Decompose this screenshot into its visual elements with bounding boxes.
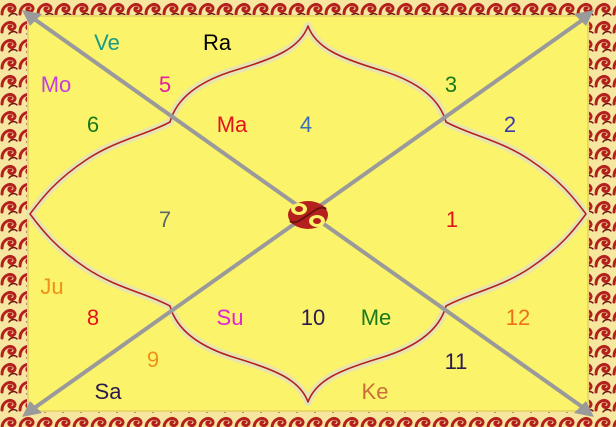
planet-moon: Mo: [41, 73, 72, 97]
planet-sun: Su: [217, 306, 244, 330]
planet-mercury: Me: [361, 306, 392, 330]
planet-jupiter: Ju: [40, 275, 63, 299]
house-number-7: 7: [159, 208, 171, 232]
house-number-1: 1: [446, 208, 458, 232]
house-number-8: 8: [87, 306, 99, 330]
house-number-6: 6: [87, 113, 99, 137]
house-number-9: 9: [147, 348, 159, 372]
house-number-10: 10: [301, 306, 325, 330]
house-number-12: 12: [506, 306, 530, 330]
planet-mars: Ma: [217, 113, 248, 137]
house-number-3: 3: [445, 73, 457, 97]
planet-rahu: Ra: [203, 31, 231, 55]
planet-venus: Ve: [94, 31, 120, 55]
house-number-11: 11: [445, 350, 468, 374]
house-number-2: 2: [504, 113, 516, 137]
planet-ketu: Ke: [362, 380, 389, 404]
center-knot: [288, 201, 328, 229]
planet-saturn: Sa: [95, 380, 122, 404]
house-number-5: 5: [159, 73, 171, 97]
house-number-4: 4: [300, 113, 312, 137]
